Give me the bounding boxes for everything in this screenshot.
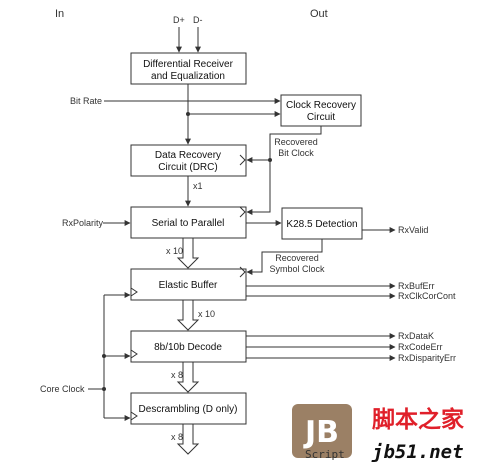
clock-input-marker — [130, 287, 138, 297]
rx-buf-err-label: RxBufErr — [398, 281, 435, 291]
clock-input-marker — [239, 266, 246, 278]
d-minus-label: D- — [193, 15, 203, 25]
drc-width-label: x1 — [193, 181, 203, 191]
out-header: Out — [310, 8, 328, 20]
data-recovery-block — [130, 144, 247, 177]
elastic-buffer-label: Elastic Buffer — [159, 280, 218, 291]
d-plus-label: D+ — [173, 15, 185, 25]
recovered-bit-clock-to-sp-line — [246, 126, 322, 215]
recovered-bit-clock-label-2: Bit Clock — [278, 148, 314, 158]
rx-valid-label: RxValid — [398, 225, 428, 235]
recovered-bit-clock-label-1: Recovered — [274, 137, 318, 147]
serial-to-parallel-block — [130, 206, 247, 239]
decode-block — [130, 330, 247, 363]
data-recovery-line1: Data Recovery — [155, 150, 221, 161]
clock-input-marker — [130, 349, 138, 359]
watermark-logo-icon — [292, 404, 352, 458]
bit-rate-label: Bit Rate — [70, 96, 102, 106]
core-clock-label: Core Clock — [40, 384, 85, 394]
rx-code-err-label: RxCodeErr — [398, 342, 443, 352]
recovered-symbol-clock-label-1: Recovered — [275, 253, 319, 263]
in-header: In — [55, 8, 64, 20]
junction-dot — [102, 387, 106, 391]
desc-output-bus-arrow — [176, 423, 200, 455]
clock-recovery-line2: Circuit — [307, 112, 336, 123]
watermark-url-text: jb51.net — [371, 441, 464, 463]
rx-disparity-err-label: RxDisparityErr — [398, 353, 456, 363]
sp-to-eb-bus-arrow — [176, 237, 200, 269]
watermark-logo-letters: JB — [303, 415, 339, 450]
clock-input-marker — [239, 206, 246, 218]
clock-input-marker — [239, 154, 246, 166]
decode-to-desc-bus-arrow — [176, 361, 200, 393]
clock-input-marker — [130, 411, 138, 421]
eb-to-decode-bus-arrow — [176, 299, 200, 331]
watermark: JB Script 脚本之家 jb51.net — [292, 404, 464, 463]
diff-receiver-line1: Differential Receiver — [143, 59, 234, 70]
watermark-script-text: Script — [305, 448, 345, 461]
differential-receiver-block — [130, 52, 247, 85]
sp-width-label: x 10 — [166, 246, 183, 256]
elastic-buffer-block — [130, 268, 247, 301]
watermark-cn-text: 脚本之家 — [372, 406, 464, 433]
k285-label: K28.5 Detection — [286, 219, 357, 230]
junction-dot — [102, 354, 106, 358]
data-recovery-line2: Circuit (DRC) — [158, 162, 217, 173]
eb-width-label: x 10 — [198, 309, 215, 319]
rx-polarity-label: RxPolarity — [62, 218, 104, 228]
junction-dot — [186, 112, 190, 116]
clock-recovery-line1: Clock Recovery — [286, 100, 356, 111]
recovered-symbol-clock-line — [246, 239, 323, 275]
rx-data-k-label: RxDataK — [398, 331, 434, 341]
rx-clk-cor-cont-label: RxClkCorCont — [398, 291, 456, 301]
dec-width-label: x 8 — [171, 370, 183, 380]
diff-receiver-line2: and Equalization — [151, 71, 225, 82]
recovered-symbol-clock-label-2: Symbol Clock — [269, 264, 325, 274]
junction-dot — [268, 158, 272, 162]
decode-label: 8b/10b Decode — [154, 342, 222, 353]
descrambling-label: Descrambling (D only) — [139, 404, 238, 415]
serial-to-parallel-label: Serial to Parallel — [152, 218, 225, 229]
descrambling-block — [130, 392, 247, 425]
desc-width-label: x 8 — [171, 432, 183, 442]
